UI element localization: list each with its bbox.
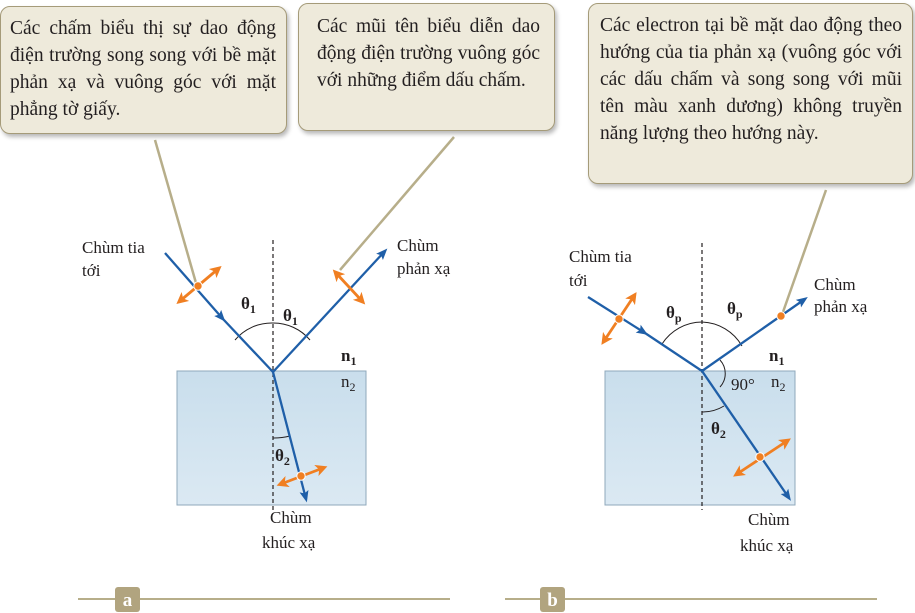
label-theta1-reflected: θ1 <box>283 306 298 328</box>
incident-ray-a-cont <box>222 318 274 373</box>
label-refracted-b: Chùm khúc xạ <box>740 510 794 555</box>
medium-block-a <box>176 370 367 506</box>
callout-pointer-b1 <box>781 189 828 313</box>
label-theta2-a: θ2 <box>275 446 290 468</box>
oscillation-refracted-a <box>276 465 328 487</box>
callout-pointer-a1 <box>153 139 198 284</box>
callout-pointer-a2 <box>339 136 455 271</box>
refracted-ray-b <box>701 370 791 501</box>
angle-arc-theta1-incident <box>234 322 274 341</box>
panel-badge-a <box>115 587 140 612</box>
label-refracted-a: Chùm khúc xạ <box>262 508 316 552</box>
callout-dots-text: Các chấm biểu thị sự dao động điện trườn… <box>10 18 276 120</box>
callout-arrows-explanation: Các mũi tên biểu diễn dao động điện trườ… <box>298 3 555 131</box>
angle-arc-thetap-reflected <box>701 321 743 347</box>
medium-block-b <box>604 370 796 506</box>
label-theta2-b: θ2 <box>711 419 726 441</box>
label-incident-b: Chùm tia tới <box>569 247 636 290</box>
label-theta1-incident: θ1 <box>241 294 256 316</box>
oscillation-reflected-b <box>776 311 786 321</box>
label-n2-b: n2 <box>771 372 786 394</box>
reflected-ray-b <box>701 297 808 372</box>
callout-dots-explanation: Các chấm biểu thị sự dao động điện trườn… <box>0 6 287 134</box>
panel-badge-b <box>540 587 565 612</box>
incident-ray-b-cont <box>644 332 703 372</box>
panel-a: Chùm tia tới Chùm phản xạ Chùm khúc xạ θ… <box>78 136 455 612</box>
label-reflected-b: Chùm phản xạ <box>814 275 868 316</box>
panel-badge-b-label: b <box>547 590 558 611</box>
oscillation-refracted-b <box>733 438 791 477</box>
oscillation-reflected-a <box>332 269 366 305</box>
callout-arrows-text: Các mũi tên biểu diễn dao động điện trườ… <box>317 16 540 91</box>
label-90-degrees: 90° <box>731 375 755 394</box>
label-n2-a: n2 <box>341 372 356 394</box>
angle-arc-thetap-incident <box>661 321 703 345</box>
label-thetap-incident: θp <box>666 303 682 325</box>
incident-ray-b <box>587 296 648 335</box>
label-n1-a: n1 <box>341 346 356 368</box>
label-incident-a: Chùm tia tới <box>82 238 149 280</box>
panel-b: Chùm tia tới Chùm phản xạ Chùm khúc xạ θ… <box>505 189 877 612</box>
label-reflected-a: Chùm phản xạ <box>397 236 451 278</box>
callout-electrons-explanation: Các electron tại bề mặt dao động theo hư… <box>588 3 913 184</box>
panel-badge-a-label: a <box>123 590 133 611</box>
angle-arc-90 <box>719 359 726 388</box>
reflected-ray-a <box>272 248 388 373</box>
oscillation-incident-b <box>601 292 637 345</box>
angle-arc-theta1-reflected <box>272 322 311 341</box>
angle-arc-theta2-b <box>701 405 725 413</box>
label-n1-b: n1 <box>769 346 784 368</box>
oscillation-incident-a <box>176 265 222 305</box>
callout-electrons-text: Các electron tại bề mặt dao động theo hư… <box>600 15 902 144</box>
label-thetap-reflected: θp <box>727 299 743 321</box>
